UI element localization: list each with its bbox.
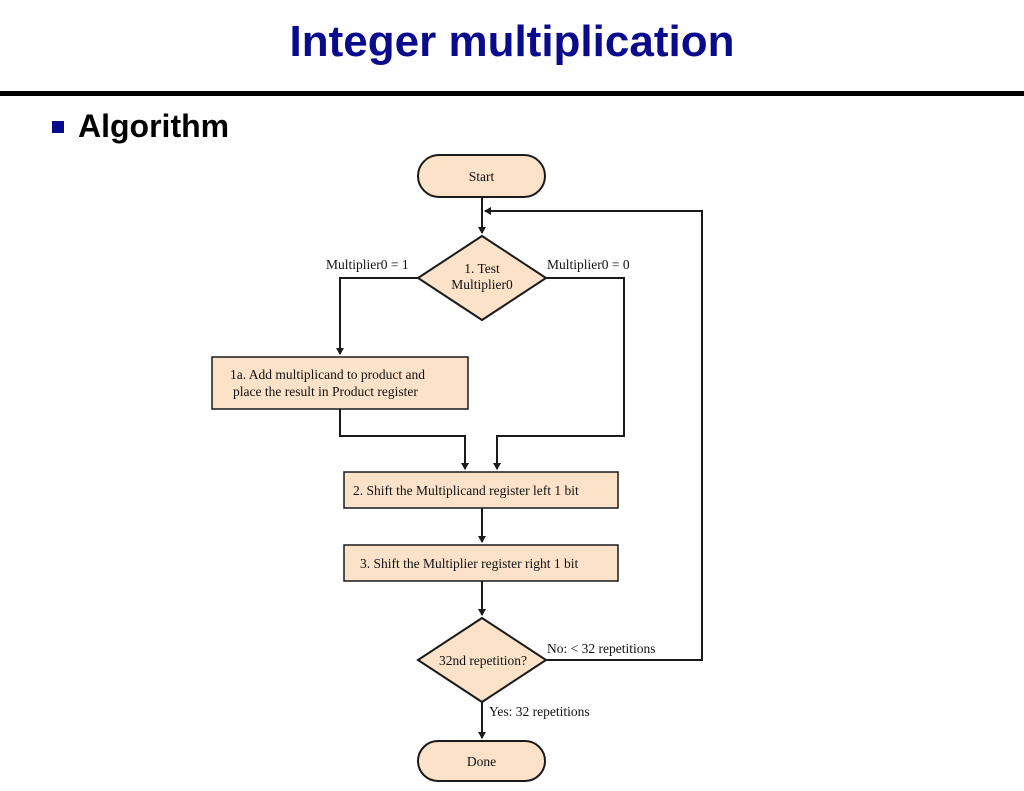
bullet-text: Algorithm	[78, 107, 230, 144]
done-label: Done	[467, 754, 496, 769]
shift-multiplicand-box	[343, 471, 619, 509]
repetition-label: 32nd repetition?	[439, 653, 527, 668]
title-divider	[0, 91, 1024, 96]
test-multiplier-decision	[416, 234, 548, 322]
edge-test-to-add	[336, 277, 418, 355]
branch-zero-label: Multiplier0 = 0	[547, 257, 630, 272]
add-label-line1: 1a. Add multiplicand to product and	[230, 367, 425, 382]
test-label-line1: 1. Test	[464, 261, 500, 276]
bullet-square-icon	[52, 121, 64, 133]
shift-multiplicand-label: 2. Shift the Multiplicand register left …	[353, 483, 579, 498]
bullet-item: Algorithm	[52, 104, 229, 148]
slide-title: Integer multiplication	[289, 17, 735, 66]
shift-multiplier-box	[343, 544, 619, 582]
edge-add-to-shift	[339, 409, 469, 470]
branch-one-label: Multiplier0 = 1	[326, 257, 409, 272]
start-label: Start	[469, 169, 495, 184]
add-label-line2: place the result in Product register	[233, 384, 418, 399]
edge-test-to-shift-zero	[493, 277, 625, 470]
add-multiplicand-box	[211, 356, 469, 410]
done-node	[417, 740, 546, 782]
shift-multiplier-label: 3. Shift the Multiplier register right 1…	[360, 556, 578, 571]
edge-repetition-no-loop	[484, 207, 703, 661]
no-repetitions-label: No: < 32 repetitions	[547, 641, 655, 656]
test-label-line2: Multiplier0	[451, 277, 513, 292]
yes-repetitions-label: Yes: 32 repetitions	[489, 704, 590, 719]
